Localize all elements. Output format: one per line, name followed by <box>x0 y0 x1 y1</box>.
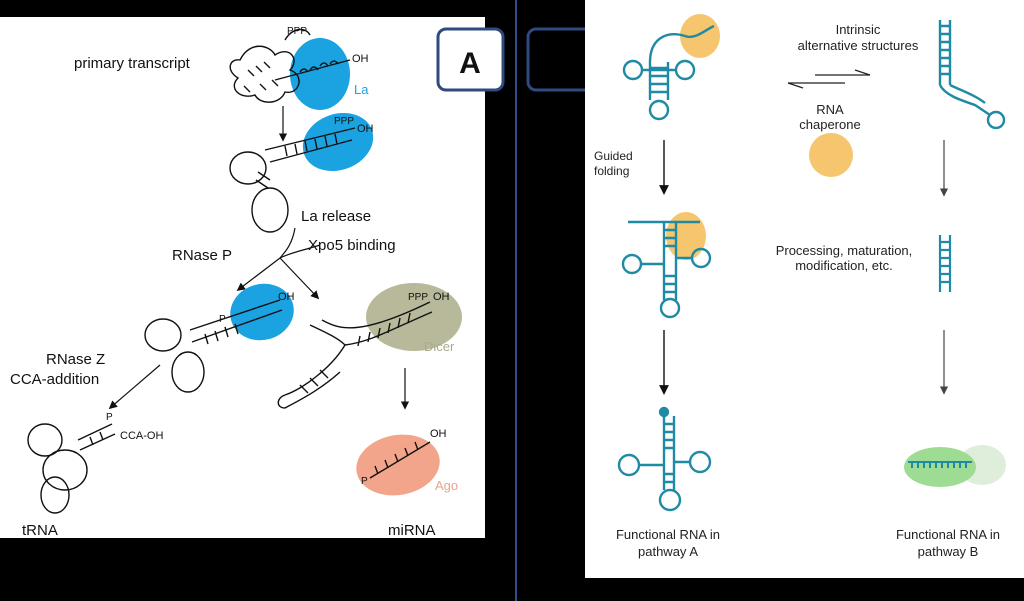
chaperone-top <box>680 14 720 58</box>
label-functional-a-1: Functional RNA in <box>616 527 720 542</box>
panel-a-badge-label: A <box>459 47 481 80</box>
label-oh-dicer: OH <box>433 291 450 303</box>
label-ppp-top: PPP <box>287 26 307 37</box>
label-primary-transcript: primary transcript <box>74 55 191 72</box>
label-intrinsic-1: Intrinsic <box>836 22 881 37</box>
label-p-mid: P <box>219 314 226 325</box>
label-ppp-second: PPP <box>334 116 354 127</box>
arrow-to-trna <box>108 364 161 410</box>
label-intrinsic-2: alternative structures <box>798 38 919 53</box>
rna-mirna <box>369 441 431 479</box>
label-oh-top: OH <box>352 53 369 65</box>
label-functional-b-2: pathway B <box>918 544 979 559</box>
panel-b: Intrinsic alternative structures RNA cha… <box>585 0 1024 578</box>
label-guided-2: folding <box>594 164 629 178</box>
rna-b-top <box>938 20 1006 130</box>
green-protein <box>904 447 976 487</box>
label-rna-chaperone-1: RNA <box>816 102 844 117</box>
label-oh-second: OH <box>357 123 374 135</box>
label-p-ago: P <box>361 476 368 487</box>
label-ago: Ago <box>435 478 458 493</box>
rna-a-middle <box>621 220 712 319</box>
label-guided-1: Guided <box>594 149 633 163</box>
arrow-to-xpo5 <box>279 257 320 300</box>
la-protein-second <box>302 112 374 172</box>
panel-b-badge <box>526 27 595 92</box>
la-protein-top <box>290 38 350 110</box>
rna-a-functional <box>617 406 712 512</box>
label-ppp-dicer: PPP <box>408 292 428 303</box>
rna-b-functional <box>908 461 972 468</box>
label-dicer: Dicer <box>424 339 455 354</box>
label-rna-chaperone-2: chaperone <box>799 117 860 132</box>
arrow-to-rnase-p <box>236 257 281 292</box>
ago-protein <box>356 434 440 496</box>
equilibrium-bottom-head <box>787 82 804 89</box>
panel-a-badge <box>436 27 505 92</box>
label-functional-b-1: Functional RNA in <box>896 527 1000 542</box>
label-la-release: La release <box>301 208 371 225</box>
label-cca-oh: CCA-OH <box>120 430 163 442</box>
rna-trna <box>27 423 116 514</box>
label-functional-a-2: pathway A <box>638 544 698 559</box>
rna-pre-mirna <box>277 301 433 409</box>
rna-second-stage <box>229 127 356 233</box>
arrow-branch-xpo5 <box>279 244 321 259</box>
label-processing-1: Processing, maturation, <box>776 243 913 258</box>
chaperone-middle <box>809 133 853 177</box>
la-protein-mid <box>230 283 294 341</box>
label-oh-ago: OH <box>430 428 447 440</box>
label-processing-2: modification, etc. <box>795 258 893 273</box>
label-la-top: La <box>354 82 369 97</box>
rna-a-top <box>622 24 715 121</box>
chaperone-guided <box>666 212 706 260</box>
equilibrium-top-head <box>854 69 871 76</box>
dicer-protein <box>366 283 462 351</box>
arrow-branch-top <box>279 227 296 259</box>
label-p-trna: P <box>106 412 113 423</box>
rna-b-middle <box>938 235 952 292</box>
rna-mid-left <box>144 299 283 393</box>
label-mirna: miRNA <box>388 522 436 539</box>
label-rnase-z: RNase Z <box>46 351 105 368</box>
label-cca-addition: CCA-addition <box>10 371 99 388</box>
rna-primary-transcript <box>229 28 351 103</box>
label-oh-mid: OH <box>278 291 295 303</box>
panel-a: A primary transcript PPP OH La PPP OH La… <box>0 17 505 539</box>
label-trna: tRNA <box>22 522 58 539</box>
label-rnase-p: RNase P <box>172 247 232 264</box>
label-xpo5-binding: Xpo5 binding <box>308 237 396 254</box>
